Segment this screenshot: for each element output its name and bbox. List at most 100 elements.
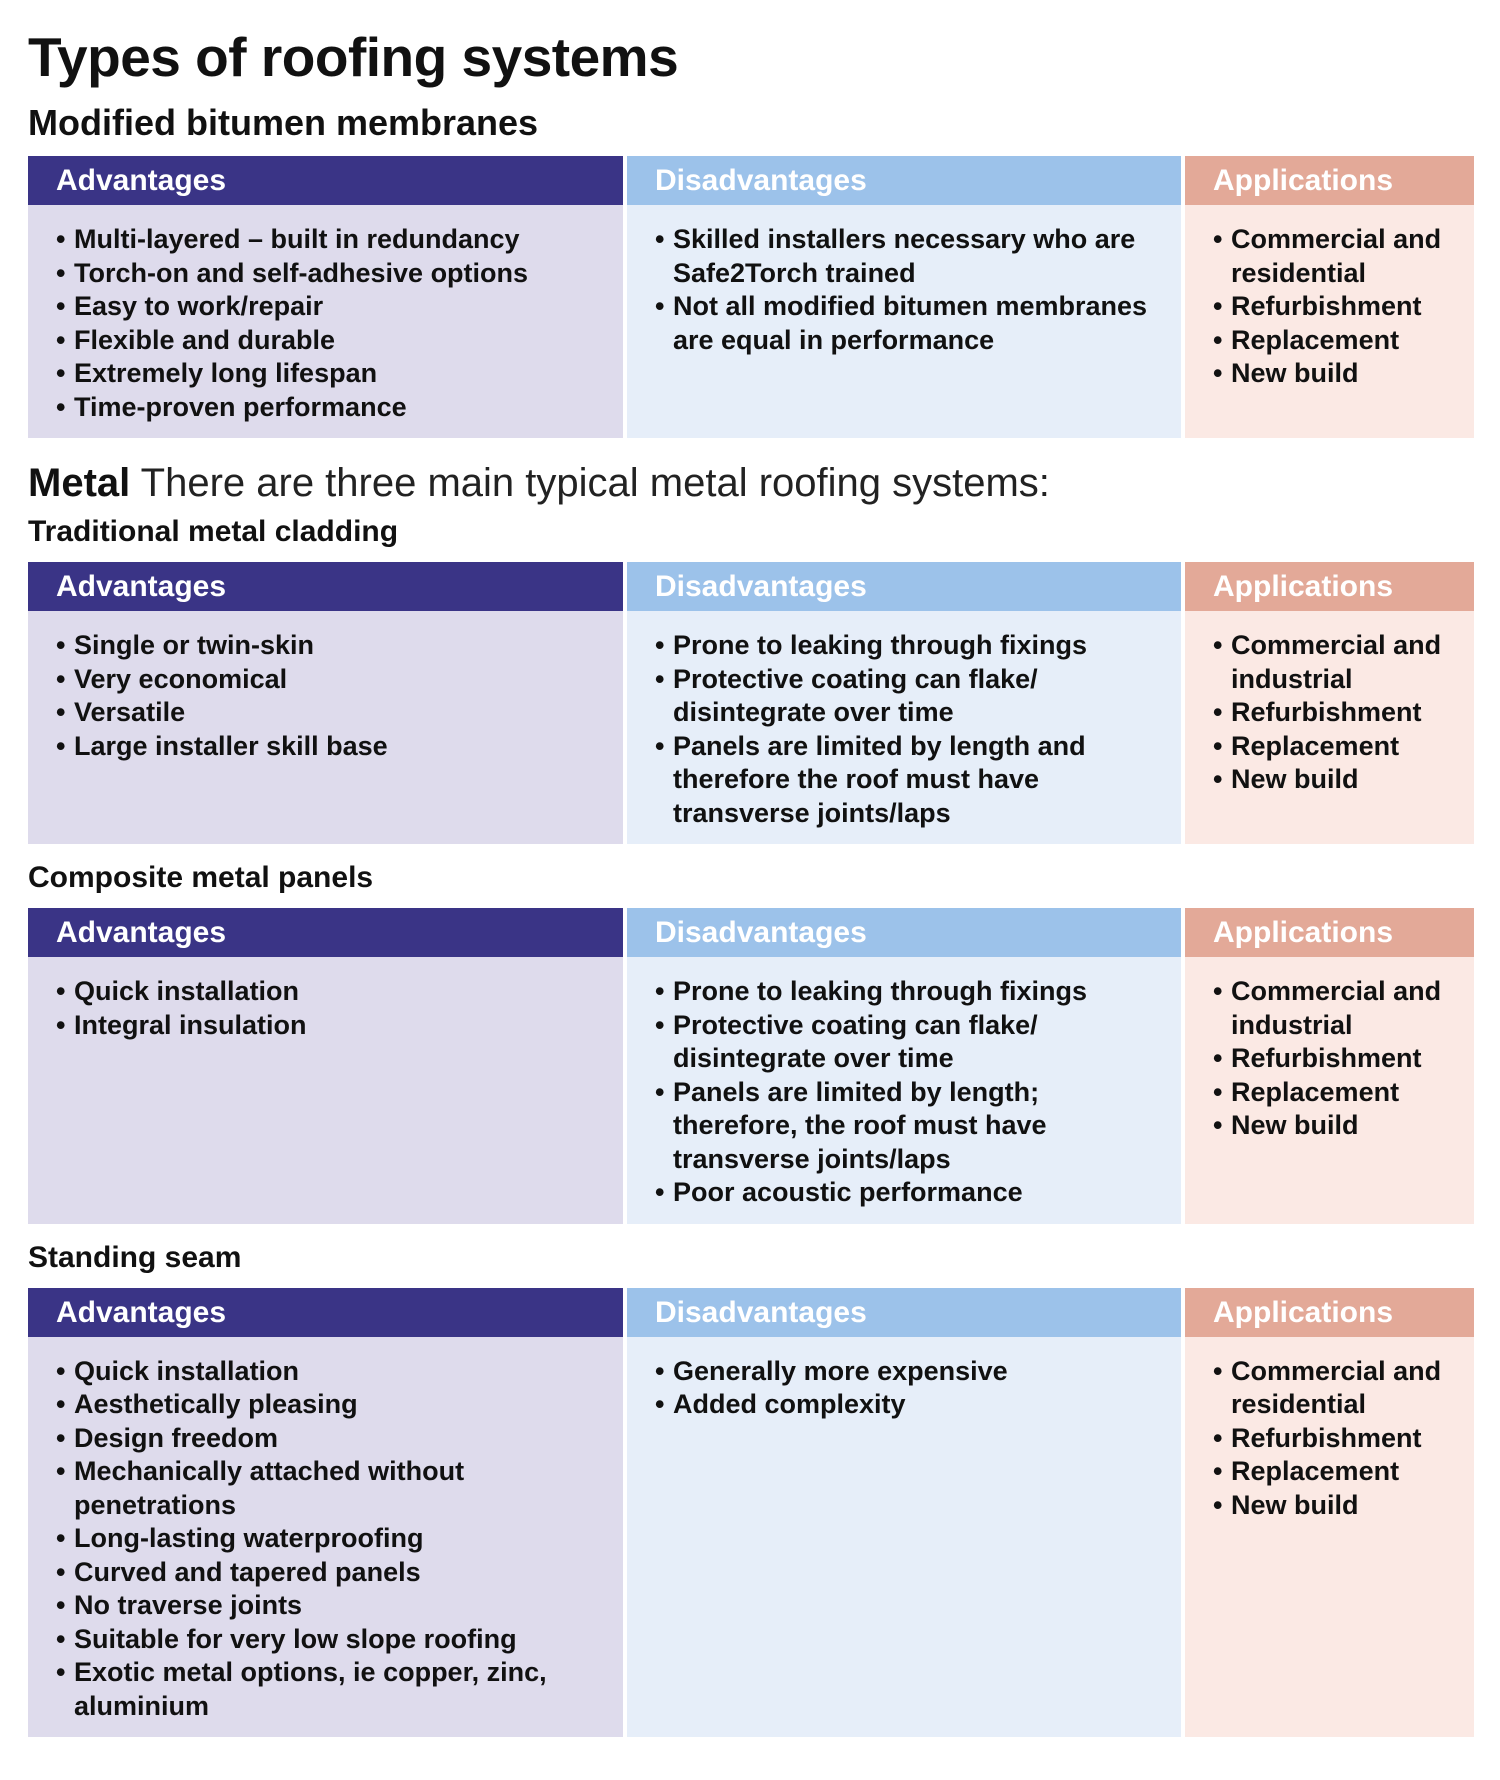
list-item: Time-proven performance: [56, 391, 609, 425]
list-item: Integral insulation: [56, 1009, 609, 1043]
advantages-header: Advantages: [28, 908, 623, 957]
list-item: Protective coating can flake/ disintegra…: [655, 663, 1167, 730]
advantages-body: Multi-layered – built in redundancyTorch…: [28, 205, 623, 438]
list-item: Refurbishment: [1213, 1422, 1460, 1456]
list-item: Generally more expensive: [655, 1355, 1167, 1389]
list-item: Extremely long lifespan: [56, 357, 609, 391]
section-title-modified: Modified bitumen membranes: [28, 102, 539, 143]
list-item: Commercial and residential: [1213, 223, 1460, 290]
advantages-header: Advantages: [28, 562, 623, 611]
list-item: Torch-on and self-adhesive options: [56, 257, 609, 291]
list-item: New build: [1213, 1109, 1460, 1143]
list-item: Poor acoustic performance: [655, 1176, 1167, 1210]
advantages-body: Quick installationIntegral insulation: [28, 957, 623, 1224]
disadvantages-header: Disadvantages: [627, 1287, 1181, 1337]
list-item: Exotic metal options, ie copper, zinc, a…: [56, 1656, 609, 1723]
list-item: New build: [1213, 1489, 1460, 1523]
list-item: Prone to leaking through fixings: [655, 629, 1167, 663]
list-item: Refurbishment: [1213, 696, 1460, 730]
disadvantages-header: Disadvantages: [627, 908, 1181, 957]
page-title: Types of roofing systems: [28, 26, 679, 88]
list-item: Multi-layered – built in redundancy: [56, 223, 609, 257]
disadvantages-column: Disadvantages Skilled installers necessa…: [627, 156, 1181, 438]
advantages-list: Multi-layered – built in redundancyTorch…: [56, 223, 609, 424]
applications-header: Applications: [1185, 908, 1474, 957]
list-item: Protective coating can flake/ disintegra…: [655, 1009, 1167, 1076]
list-item: Quick installation: [56, 975, 609, 1009]
list-item: Skilled installers necessary who are Saf…: [655, 223, 1167, 290]
section-title-standing: Standing seam: [28, 1240, 242, 1274]
applications-body: Commercial and residentialRefurbishmentR…: [1185, 205, 1474, 438]
applications-list: Commercial and industrialRefurbishmentRe…: [1213, 629, 1460, 797]
list-item: New build: [1213, 357, 1460, 391]
section-title-composite: Composite metal panels: [28, 861, 374, 894]
list-item: Prone to leaking through fixings: [655, 975, 1167, 1009]
section-title-traditional: Traditional metal cladding: [28, 515, 399, 548]
applications-body: Commercial and industrialRefurbishmentRe…: [1185, 611, 1474, 844]
list-item: Mechanically attached without penetratio…: [56, 1455, 609, 1522]
list-item: Easy to work/repair: [56, 290, 609, 324]
disadvantages-body: Prone to leaking through fixingsProtecti…: [627, 957, 1181, 1224]
applications-header: Applications: [1185, 1287, 1474, 1337]
advantages-header: Advantages: [28, 156, 623, 205]
table-standing: Advantages Quick installationAesthetical…: [28, 1287, 1474, 1737]
metal-label: Metal: [28, 461, 131, 505]
disadvantages-column: Disadvantages Generally more expensiveAd…: [627, 1287, 1181, 1737]
applications-list: Commercial and residentialRefurbishmentR…: [1213, 223, 1460, 391]
list-item: Quick installation: [56, 1355, 609, 1389]
disadvantages-list: Generally more expensiveAdded complexity: [655, 1355, 1167, 1422]
list-item: Aesthetically pleasing: [56, 1388, 609, 1422]
advantages-list: Single or twin-skinVery economicalVersat…: [56, 629, 609, 763]
disadvantages-column: Disadvantages Prone to leaking through f…: [627, 908, 1181, 1224]
disadvantages-column: Disadvantages Prone to leaking through f…: [627, 562, 1181, 844]
list-item: Added complexity: [655, 1388, 1167, 1422]
applications-list: Commercial and residentialRefurbishmentR…: [1213, 1355, 1460, 1523]
applications-body: Commercial and residentialRefurbishmentR…: [1185, 1336, 1474, 1737]
list-item: Panels are limited by length; therefore,…: [655, 1076, 1167, 1177]
applications-list: Commercial and industrialRefurbishmentRe…: [1213, 975, 1460, 1143]
list-item: New build: [1213, 763, 1460, 797]
document-page: Types of roofing systems Modified bitume…: [28, 0, 1474, 1737]
disadvantages-header: Disadvantages: [627, 156, 1181, 205]
list-item: No traverse joints: [56, 1589, 609, 1623]
list-item: Refurbishment: [1213, 290, 1460, 324]
list-item: Single or twin-skin: [56, 629, 609, 663]
metal-heading: Metal There are three main typical metal…: [28, 458, 1474, 508]
list-item: Replacement: [1213, 1076, 1460, 1110]
list-item: Commercial and industrial: [1213, 975, 1460, 1042]
table-composite: Advantages Quick installationIntegral in…: [28, 908, 1474, 1224]
advantages-column: Advantages Quick installationIntegral in…: [28, 908, 623, 1224]
list-item: Not all modified bitumen membranes are e…: [655, 290, 1167, 357]
list-item: Refurbishment: [1213, 1042, 1460, 1076]
disadvantages-header: Disadvantages: [627, 562, 1181, 611]
applications-header: Applications: [1185, 562, 1474, 611]
advantages-list: Quick installationIntegral insulation: [56, 975, 609, 1042]
list-item: Long-lasting waterproofing: [56, 1522, 609, 1556]
disadvantages-body: Skilled installers necessary who are Saf…: [627, 205, 1181, 438]
list-item: Versatile: [56, 696, 609, 730]
list-item: Design freedom: [56, 1422, 609, 1456]
metal-description: There are three main typical metal roofi…: [140, 461, 1050, 505]
list-item: Replacement: [1213, 324, 1460, 358]
list-item: Commercial and residential: [1213, 1355, 1460, 1422]
list-item: Replacement: [1213, 730, 1460, 764]
applications-column: Applications Commercial and residentialR…: [1185, 156, 1474, 438]
list-item: Large installer skill base: [56, 730, 609, 764]
advantages-column: Advantages Single or twin-skinVery econo…: [28, 562, 623, 844]
advantages-list: Quick installationAesthetically pleasing…: [56, 1355, 609, 1724]
list-item: Flexible and durable: [56, 324, 609, 358]
list-item: Very economical: [56, 663, 609, 697]
advantages-body: Single or twin-skinVery economicalVersat…: [28, 611, 623, 844]
table-modified: Advantages Multi-layered – built in redu…: [28, 156, 1474, 438]
list-item: Panels are limited by length and therefo…: [655, 730, 1167, 831]
list-item: Replacement: [1213, 1455, 1460, 1489]
advantages-header: Advantages: [28, 1287, 623, 1337]
applications-column: Applications Commercial and residentialR…: [1185, 1287, 1474, 1737]
disadvantages-list: Skilled installers necessary who are Saf…: [655, 223, 1167, 357]
list-item: Curved and tapered panels: [56, 1556, 609, 1590]
disadvantages-list: Prone to leaking through fixingsProtecti…: [655, 975, 1167, 1210]
table-traditional: Advantages Single or twin-skinVery econo…: [28, 562, 1474, 844]
disadvantages-body: Prone to leaking through fixingsProtecti…: [627, 611, 1181, 844]
applications-column: Applications Commercial and industrialRe…: [1185, 562, 1474, 844]
applications-body: Commercial and industrialRefurbishmentRe…: [1185, 957, 1474, 1224]
